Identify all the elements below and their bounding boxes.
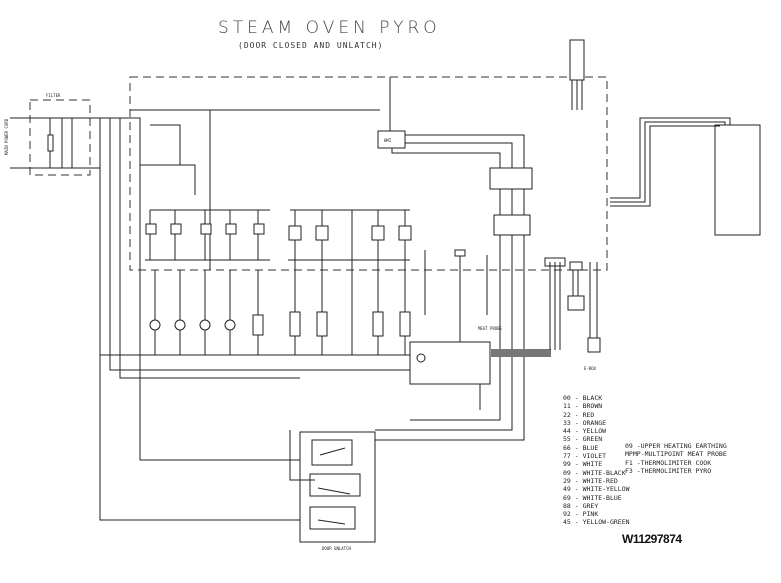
note-text: -THERMOLIMITER COOK — [636, 458, 712, 467]
legend-code: 45 — [563, 518, 571, 527]
legend-code: 92 — [563, 510, 571, 519]
legend-color: ORANGE — [582, 418, 607, 427]
note-code: MPMP — [625, 450, 641, 459]
svg-text:FILTER: FILTER — [46, 93, 61, 98]
main-board — [409, 257, 566, 410]
hmi-board: HMI — [377, 77, 525, 168]
legend-item: 45 - YELLOW-GREEN — [563, 518, 630, 527]
note-code: F1 — [625, 458, 633, 467]
legend-item: 49 - WHITE-YELLOW — [563, 485, 630, 494]
appliance-boundary — [129, 76, 608, 271]
note-item: 09 -UPPER HEATING EARTHING — [625, 442, 727, 450]
filter: FILTER MAIN POWER CORD — [4, 93, 120, 176]
relay-group-middle — [288, 209, 412, 355]
note-item: F1 -THERMOLIMITER COOK — [625, 459, 727, 467]
legend-color: WHITE-BLACK — [582, 468, 626, 477]
legend-item: 77 - VIOLET — [563, 452, 607, 461]
legend-item: 11 - BROWN — [563, 402, 603, 411]
legend-code: 66 — [563, 443, 571, 452]
part-number: W11297874 — [622, 532, 682, 546]
legend-code: 69 — [563, 493, 571, 502]
legend-code: 99 — [563, 460, 571, 469]
legend-code: 77 — [563, 452, 571, 461]
diagram-title: STEAM OVEN PYRO — [218, 18, 441, 38]
legend-code: 44 — [563, 427, 571, 436]
legend-item: 09 - WHITE-BLACK — [563, 468, 626, 477]
legend-item: 88 - GREY — [563, 501, 599, 510]
svg-text:E-BOX: E-BOX — [584, 366, 597, 371]
note-item: F3 -THERMOLIMITER PYRO — [625, 467, 727, 475]
legend-item: 69 - WHITE-BLUE — [563, 493, 622, 502]
legend-color: BLUE — [582, 443, 599, 452]
diagram-subtitle: (DOOR CLOSED AND UNLATCH) — [238, 41, 384, 50]
legend-color: YELLOW — [582, 427, 607, 436]
legend-code: 88 — [563, 501, 571, 510]
e-box-and-connectors: E-BOX — [567, 39, 761, 371]
abbreviation-notes: 09 -UPPER HEATING EARTHING MPMP-MULTIPOI… — [625, 442, 727, 475]
legend-color: GREY — [582, 501, 599, 510]
note-text: -MULTIPOINT MEAT PROBE — [640, 450, 727, 459]
wire-color-legend: 00 - BLACK 11 - BROWN 22 - RED 33 - ORAN… — [563, 394, 630, 527]
probes: MEAT PROBE — [424, 249, 503, 345]
svg-text:DOOR UNLATCH: DOOR UNLATCH — [322, 546, 351, 551]
heater-control — [375, 167, 533, 441]
legend-item: 33 - ORANGE — [563, 418, 607, 427]
legend-item: 66 - BLUE — [563, 443, 599, 452]
legend-color: VIOLET — [582, 452, 607, 461]
svg-text:MAIN POWER CORD: MAIN POWER CORD — [4, 118, 9, 155]
note-code: 09 — [625, 442, 633, 450]
legend-code: 22 — [563, 410, 571, 419]
legend-item: 92 - PINK — [563, 510, 599, 519]
legend-code: 29 — [563, 476, 571, 485]
legend-code: 55 — [563, 435, 571, 444]
svg-text:HMI: HMI — [384, 138, 392, 143]
loads-left — [149, 270, 264, 355]
door-switches: DOOR UNLATCH — [289, 430, 376, 551]
legend-item: 99 - WHITE — [563, 460, 603, 469]
legend-item: 55 - GREEN — [563, 435, 603, 444]
legend-color: BROWN — [582, 402, 603, 411]
svg-text:MEAT PROBE: MEAT PROBE — [478, 326, 503, 331]
legend-item: 44 - YELLOW — [563, 427, 607, 436]
legend-color: PINK — [582, 510, 599, 519]
legend-color: WHITE-RED — [582, 476, 618, 485]
legend-code: 11 — [563, 402, 571, 411]
legend-code: 33 — [563, 418, 571, 427]
legend-color: WHITE-BLUE — [582, 493, 622, 502]
legend-item: 00 - BLACK — [563, 394, 603, 402]
note-text: -THERMOLIMITER PYRO — [636, 466, 712, 475]
legend-color: RED — [582, 410, 595, 419]
legend-item: 22 - RED — [563, 410, 595, 419]
legend-code: 49 — [563, 485, 571, 494]
legend-color: WHITE — [582, 460, 603, 469]
legend-color: BLACK — [582, 394, 603, 402]
legend-item: 29 - WHITE-RED — [563, 476, 618, 485]
legend-color: YELLOW-GREEN — [582, 518, 630, 527]
note-code: F3 — [625, 466, 633, 475]
note-item: MPMP-MULTIPOINT MEAT PROBE — [625, 450, 727, 458]
legend-code: 00 — [563, 394, 571, 402]
legend-code: 09 — [563, 468, 571, 477]
relay-group-left — [145, 209, 270, 261]
legend-color: WHITE-YELLOW — [582, 485, 630, 494]
legend-color: GREEN — [582, 435, 603, 444]
note-text: -UPPER HEATING EARTHING — [636, 442, 727, 450]
